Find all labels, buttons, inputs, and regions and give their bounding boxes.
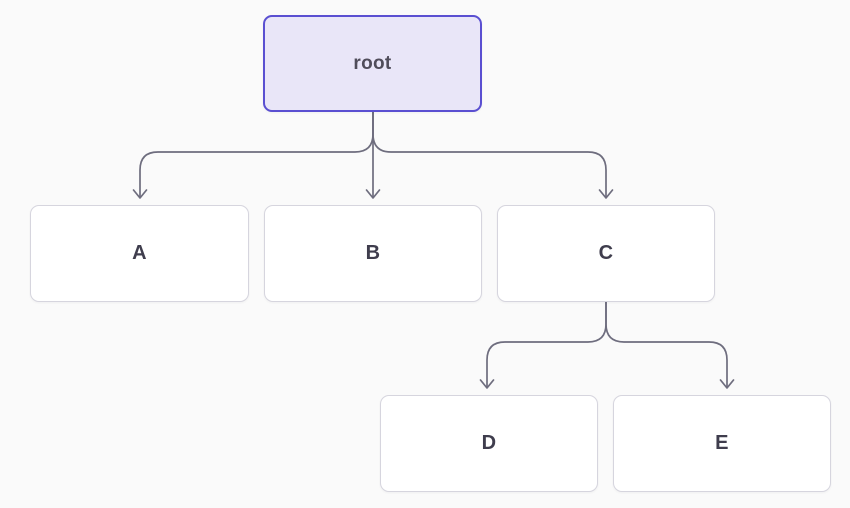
- tree-node-b[interactable]: B: [264, 205, 482, 302]
- edge-c-e: [605, 301, 735, 389]
- tree-node-a[interactable]: A: [30, 205, 249, 302]
- arrowhead-c: [598, 189, 614, 199]
- tree-node-e[interactable]: E: [613, 395, 831, 492]
- tree-node-c[interactable]: C: [497, 205, 715, 302]
- node-label-b: B: [365, 242, 381, 264]
- edge-root-c: [372, 111, 614, 199]
- edge-c-d: [479, 301, 607, 389]
- edge-root-b: [365, 111, 381, 199]
- tree-node-root[interactable]: root: [263, 15, 482, 112]
- node-label-e: E: [715, 432, 729, 454]
- arrowhead-a: [132, 189, 148, 199]
- node-label-c: C: [598, 242, 614, 264]
- arrowhead-d: [479, 379, 495, 389]
- node-label-root: root: [353, 52, 392, 74]
- arrowhead-b: [365, 189, 381, 199]
- tree-node-d[interactable]: D: [380, 395, 598, 492]
- edge-root-a: [132, 111, 374, 199]
- node-label-a: A: [132, 242, 147, 264]
- arrowhead-e: [719, 379, 735, 389]
- node-label-d: D: [481, 432, 497, 454]
